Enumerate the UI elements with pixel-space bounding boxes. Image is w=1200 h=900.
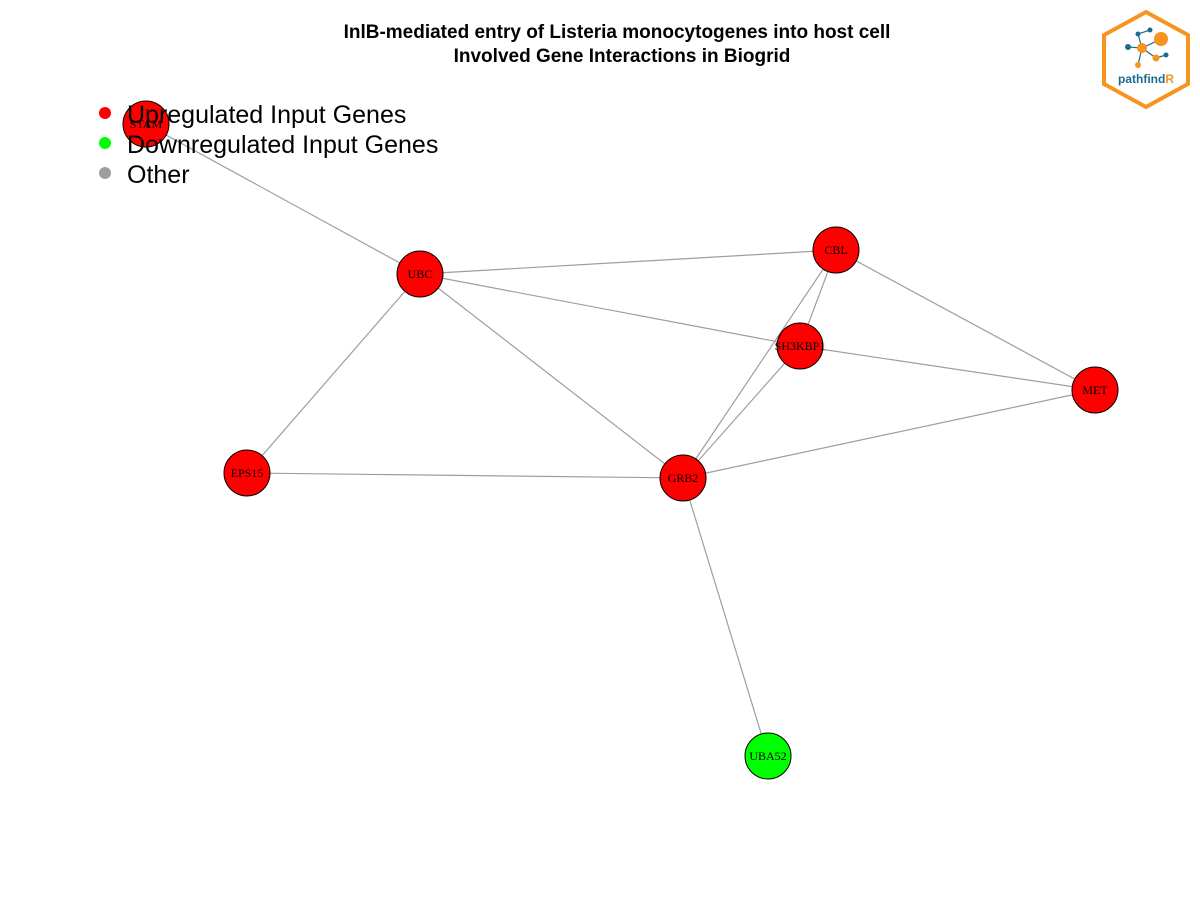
logo-text: pathfindR bbox=[1118, 72, 1174, 86]
node-circle-met[interactable] bbox=[1071, 366, 1119, 414]
logo-hexagon bbox=[1102, 9, 1190, 110]
node-met[interactable]: MET bbox=[1071, 366, 1119, 414]
node-stam[interactable]: STAM bbox=[122, 100, 170, 148]
edge-stam-ubc bbox=[145, 123, 421, 275]
legend-dot-other bbox=[99, 167, 111, 179]
node-circle-uba52[interactable] bbox=[744, 732, 792, 780]
node-label-grb2: GRB2 bbox=[668, 471, 699, 485]
edge-ubc-cbl bbox=[419, 249, 837, 275]
node-circle-grb2[interactable] bbox=[659, 454, 707, 502]
edge-eps15-grb2 bbox=[246, 472, 684, 479]
node-ubc[interactable]: UBC bbox=[396, 250, 444, 298]
node-label-met: MET bbox=[1082, 383, 1108, 397]
pathfindr-logo: pathfindR bbox=[1102, 9, 1190, 110]
edge-cbl-met bbox=[835, 249, 1096, 391]
legend-label-upregulated: Upregulated Input Genes bbox=[127, 101, 406, 129]
node-label-stam: STAM bbox=[130, 117, 163, 131]
node-circle-eps15[interactable] bbox=[223, 449, 271, 497]
legend: Upregulated Input Genes Downregulated In… bbox=[99, 101, 438, 189]
edge-sh3kbp1-grb2 bbox=[682, 345, 801, 479]
legend-dot-upregulated bbox=[99, 107, 111, 119]
diagram-title-line1: InlB-mediated entry of Listeria monocyto… bbox=[344, 22, 891, 43]
node-grb2[interactable]: GRB2 bbox=[659, 454, 707, 502]
node-circle-sh3kbp1[interactable] bbox=[776, 322, 824, 370]
edge-cbl-grb2 bbox=[682, 249, 837, 479]
node-circle-ubc[interactable] bbox=[396, 250, 444, 298]
node-cbl[interactable]: CBL bbox=[812, 226, 860, 274]
legend-dot-downregulated bbox=[99, 137, 111, 149]
node-label-sh3kbp1: SH3KBP1 bbox=[775, 339, 826, 353]
legend-label-downregulated: Downregulated Input Genes bbox=[127, 131, 438, 159]
edge-grb2-uba52 bbox=[682, 477, 769, 757]
node-label-cbl: CBL bbox=[824, 243, 847, 257]
node-label-uba52: UBA52 bbox=[749, 749, 786, 763]
edge-ubc-eps15 bbox=[246, 273, 421, 474]
node-circle-stam[interactable] bbox=[122, 100, 170, 148]
diagram-title-line2: Involved Gene Interactions in Biogrid bbox=[454, 46, 791, 67]
edges-layer bbox=[145, 123, 1096, 757]
node-sh3kbp1[interactable]: SH3KBP1 bbox=[775, 322, 826, 370]
legend-label-other: Other bbox=[127, 161, 190, 189]
edge-ubc-sh3kbp1 bbox=[419, 273, 801, 347]
node-uba52[interactable]: UBA52 bbox=[744, 732, 792, 780]
node-label-eps15: EPS15 bbox=[231, 466, 264, 480]
edge-met-grb2 bbox=[682, 389, 1096, 479]
node-circle-cbl[interactable] bbox=[812, 226, 860, 274]
edge-ubc-grb2 bbox=[419, 273, 684, 479]
node-label-ubc: UBC bbox=[408, 267, 433, 281]
logo-network-icon bbox=[1125, 27, 1169, 68]
node-eps15[interactable]: EPS15 bbox=[223, 449, 271, 497]
edge-sh3kbp1-met bbox=[799, 345, 1096, 391]
